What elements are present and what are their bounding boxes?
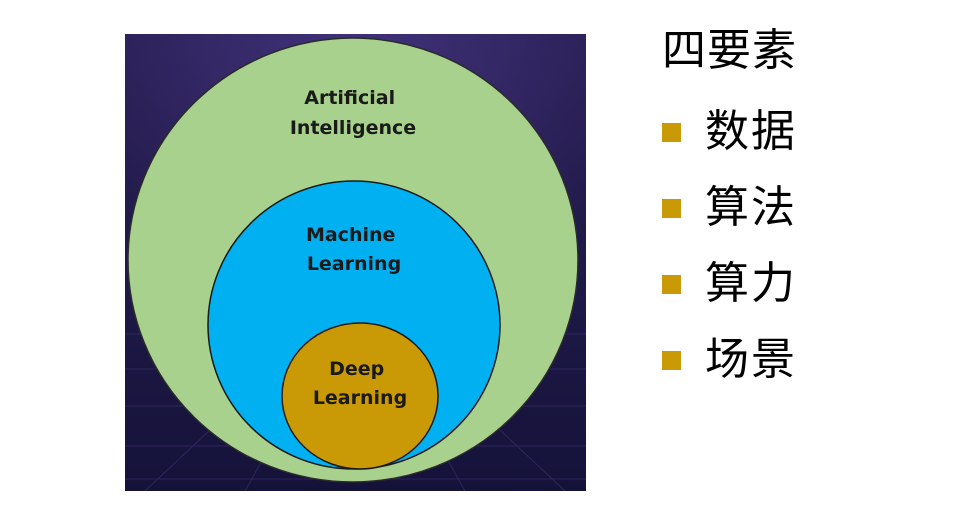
elements-list: 数据 算法 算力 场景 (662, 94, 942, 398)
list-item-text: 算力 (705, 258, 797, 309)
square-bullet-icon (662, 350, 681, 370)
ml-label: Machine Learning (306, 224, 402, 275)
dl-circle (281, 322, 439, 470)
square-bullet-icon (662, 122, 681, 142)
list-item: 算力 (662, 246, 942, 322)
list-item-text: 算法 (705, 182, 797, 233)
ml-label-line-2: Learning (307, 253, 401, 275)
list-item-text: 场景 (705, 334, 797, 385)
elements-title: 四要素 (662, 25, 797, 76)
list-item-text: 数据 (705, 106, 797, 157)
dl-label: Deep Learning (313, 358, 407, 409)
list-item: 数据 (662, 94, 942, 170)
dl-label-line-1: Deep (329, 358, 384, 380)
ai-label: Artificial Intelligence (290, 87, 416, 139)
list-item: 场景 (662, 322, 942, 398)
dl-label-line-2: Learning (313, 387, 407, 409)
four-elements-panel: 四要素 数据 算法 算力 场景 (662, 20, 942, 398)
list-item: 算法 (662, 170, 942, 246)
diagram-svg: Artificial Intelligence Machine Learning… (125, 34, 586, 491)
square-bullet-icon (662, 274, 681, 294)
ai-ml-dl-diagram: Artificial Intelligence Machine Learning… (125, 34, 586, 491)
ml-label-line-1: Machine (306, 224, 395, 246)
ai-label-line-2: Intelligence (290, 117, 416, 139)
square-bullet-icon (662, 198, 681, 218)
ai-label-line-1: Artificial (304, 87, 395, 109)
